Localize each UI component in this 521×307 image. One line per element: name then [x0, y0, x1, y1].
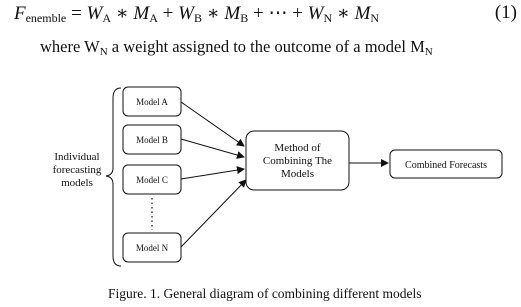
- eq-weight-a-sub: A: [102, 11, 111, 25]
- model-a-label: Model A: [136, 97, 168, 107]
- where-prefix-sub: N: [99, 46, 108, 58]
- arrow-model-b: [180, 138, 245, 159]
- eq-weight-n: W: [307, 3, 324, 24]
- eq-model-n: M: [354, 3, 371, 24]
- eq-ellipsis: ⋯: [268, 3, 288, 24]
- eq-weight-b: W: [178, 3, 194, 24]
- eq-model-n-sub: N: [370, 11, 380, 25]
- group-label-line1: Individual: [54, 151, 99, 163]
- equation-number: (1): [494, 2, 517, 23]
- method-label-line3: Models: [281, 168, 314, 180]
- equation-explanation: where WN a weight assigned to the outcom…: [40, 37, 433, 58]
- eq-model-a-sub: A: [149, 11, 158, 25]
- model-n-label: Model N: [136, 243, 169, 253]
- eq-model-b: M: [224, 3, 241, 24]
- method-label-line2: Combining The: [263, 155, 332, 167]
- model-b-label: Model B: [136, 135, 168, 145]
- arrow-model-a: [180, 101, 245, 147]
- eq-weight-n-sub: N: [323, 11, 333, 25]
- eq-weight-b-sub: B: [193, 11, 202, 25]
- model-a-box: [122, 86, 182, 117]
- eq-lhs: F: [14, 3, 26, 24]
- eq-lhs-sub: enemble: [25, 11, 67, 25]
- ensemble-equation: Fenemble = WA ∗ MA + WB ∗ MB + ⋯ + WN ∗ …: [14, 3, 380, 25]
- eq-model-b-sub: B: [240, 11, 249, 25]
- output-label: Combined Forecasts: [405, 160, 487, 171]
- group-label-line3: models: [61, 177, 93, 189]
- eq-weight-a: W: [86, 3, 103, 24]
- group-label-line2: forecasting: [53, 164, 102, 176]
- model-n-box: [122, 232, 182, 263]
- eq-model-a: M: [133, 3, 150, 24]
- method-box: [245, 130, 350, 191]
- output-box: [389, 149, 503, 179]
- where-suffix-sub: N: [424, 46, 433, 58]
- where-prefix: where W: [40, 37, 100, 56]
- figure-caption: Figure. 1. General diagram of combining …: [108, 286, 422, 301]
- where-middle: a weight assigned to the outcome of a mo…: [107, 37, 425, 56]
- grouping-brace: [105, 87, 122, 267]
- model-c-label: Model C: [136, 175, 168, 185]
- arrow-model-n: [180, 179, 247, 248]
- equation-line: Fenemble = WA ∗ MA + WB ∗ MB + ⋯ + WN ∗ …: [14, 2, 519, 32]
- model-c-box: [122, 164, 182, 195]
- method-label-line1: Method of: [274, 142, 320, 154]
- arrow-model-c: [180, 166, 245, 180]
